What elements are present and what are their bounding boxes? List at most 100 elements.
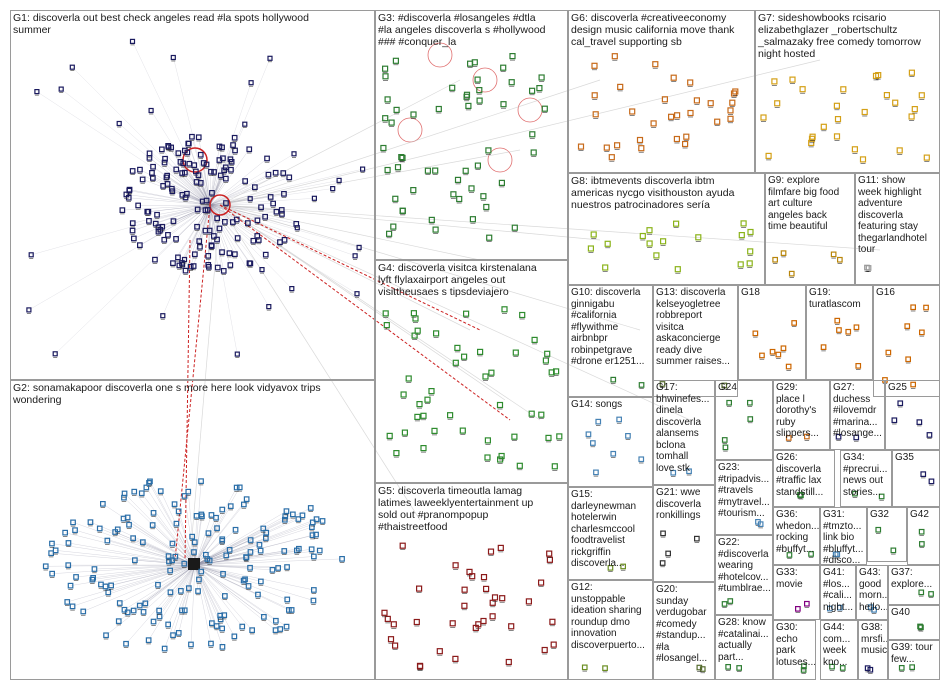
G2-edge [194,517,217,566]
g2-node [290,511,296,518]
g2-node [114,526,121,533]
g36-node [786,552,793,558]
g1-node [247,260,254,267]
g2-node [191,539,198,546]
g6-node [714,118,721,125]
g20-node [699,666,706,672]
G1-edge [164,162,211,206]
g4-node [551,463,558,470]
group-panel-g5: G5: discoverla timeoutla lamag latimes l… [375,483,568,680]
G1-edge [209,204,238,239]
g2-node [275,565,281,571]
g1-node [273,208,280,215]
g9-node [830,251,837,258]
group-label-g39: G39: tour few... [891,642,933,665]
g4-node [461,353,468,360]
g2-node [140,539,146,546]
g19-node [836,327,842,333]
g2-node [70,519,76,526]
g4-node [393,450,400,457]
group-label-g33: G33: movie [776,567,803,590]
g2-node [226,546,233,553]
g18-node [791,320,798,326]
g1-node [277,239,283,245]
group-label-g2: G2: sonamakapoor discoverla one s more h… [13,382,321,406]
g4-node [454,344,461,351]
g4-node [401,429,408,436]
g2-node [142,600,149,607]
g2-node [116,600,123,606]
G1-edge [142,179,211,206]
g21-node [660,530,666,537]
g2-node [155,581,161,588]
inter-group-edge [219,79,601,206]
g15-node [620,563,627,570]
g28-node [725,663,732,670]
g1-node [146,218,152,224]
g4-node [386,432,393,439]
group-label-g29: G29: place l dorothy's ruby slippers... [776,382,819,439]
g8-node [747,248,754,255]
g8-node [747,228,754,236]
inter-group-edge [189,204,221,561]
g5-node [549,618,556,625]
g1-outer-edge [31,204,211,256]
g4-node [414,327,421,334]
group-panel-g22: G22: #discoverla wearing #hotelcov... #t… [715,535,773,615]
group-panel-g23: G23: #tripadvis... #travels #mytravel...… [715,460,773,535]
g1-node [165,143,171,149]
g2-node [219,536,226,543]
g6-node [636,136,644,144]
g1-node [194,223,200,230]
g3-node [410,111,417,118]
g3-node [449,84,456,91]
G2-edge [119,564,196,604]
g3-node [486,234,493,241]
g1-outer-edge [28,204,211,311]
g2-node [175,629,182,636]
g1-node [189,133,195,140]
g5-node [461,602,468,609]
G1-edge [128,197,211,206]
G2-edge [134,559,196,566]
g2-node [170,632,176,639]
g1-outer-node [160,313,166,319]
g8-node [590,231,597,238]
g6-node [667,113,675,120]
G1-edge [209,204,224,271]
group-panel-g25: G25 [885,380,940,450]
hub-connection-lines [174,59,881,570]
G2-edge [105,564,196,587]
g2-node [258,578,264,585]
G2-edge [133,537,196,566]
g7-node [789,76,796,83]
group-panel-g12: G12: unstoppable ideation sharing roundu… [568,580,653,680]
g1-node [205,253,212,259]
g1-node [265,171,272,178]
g7-node [765,152,772,159]
g7-node [820,123,827,130]
g1-node [137,242,143,248]
g8-node [737,261,744,268]
g5-node [480,573,488,581]
g36-node [808,551,814,557]
g1-outer-node [291,151,297,157]
g1-node [192,251,198,258]
g25-node [916,419,923,425]
G1-edge [157,204,211,215]
g1-node [139,176,146,183]
g2-node [273,617,279,624]
G2-edge [194,564,261,582]
g2-node [283,623,290,630]
G1-edge [158,204,211,228]
g2-hub-node [188,558,200,570]
G1-edge [196,181,211,206]
g24-node [726,399,733,406]
g4-node [501,306,508,313]
g5-node [461,586,468,593]
g1-node [195,172,202,178]
g1-node [234,235,241,241]
G2-edge [187,491,196,566]
g6-node [681,140,689,148]
g3-node [536,84,543,92]
